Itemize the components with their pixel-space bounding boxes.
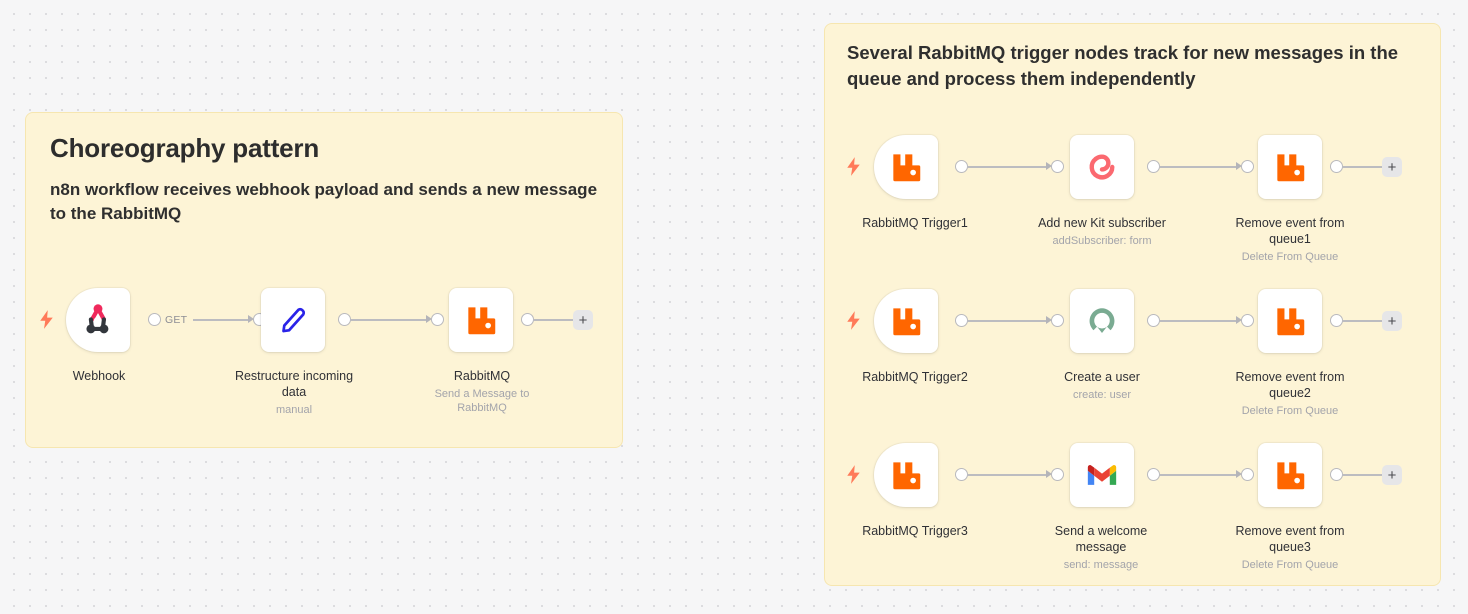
kit-icon: [1089, 154, 1115, 180]
node-rabbitmq-input-dot[interactable]: [431, 313, 444, 326]
rabbitmq-icon: [893, 154, 921, 182]
node-webhook-output-dot[interactable]: [148, 313, 161, 326]
node-create-a-user[interactable]: [1070, 289, 1134, 353]
node-rabbitmq[interactable]: [449, 288, 513, 352]
connector-wire[interactable]: [1159, 474, 1237, 476]
node-send-welcome-message-input-dot[interactable]: [1051, 468, 1064, 481]
node-label-rabbitmq-trigger3: RabbitMQ Trigger3: [862, 524, 968, 538]
node-label-rabbitmq-trigger1: RabbitMQ Trigger1: [862, 216, 968, 230]
connector-arrow-icon: [1236, 316, 1242, 324]
connector-arrow-icon: [1236, 470, 1242, 478]
sticky-note-choreography[interactable]: Choreography pattern n8n workflow receiv…: [25, 112, 623, 448]
connector-arrow-icon: [426, 315, 432, 323]
trigger-bolt-icon: [847, 311, 860, 330]
trigger-bolt-icon: [847, 465, 860, 484]
webhook-icon: [86, 304, 109, 334]
gmail-icon: [1087, 465, 1117, 485]
mattermost-icon: [1089, 308, 1115, 334]
node-rabbitmq-trigger1[interactable]: [874, 135, 938, 199]
sticky-title-choreography: Choreography pattern: [50, 133, 320, 163]
connector-arrow-icon: [248, 315, 254, 323]
node-label-add-new-kit-subscriber: Add new Kit subscriber addSubscriber: fo…: [1038, 216, 1166, 247]
rabbitmq-icon: [893, 308, 921, 336]
node-add-new-kit-subscriber[interactable]: [1070, 135, 1134, 199]
connector-wire[interactable]: [1342, 166, 1384, 168]
node-label-remove-event-from-queue2: Remove event from queue2 Delete From Que…: [1235, 370, 1345, 417]
node-label-create-a-user: Create a user create: user: [1064, 370, 1140, 401]
connector-wire[interactable]: [1342, 474, 1384, 476]
connector-wire[interactable]: [533, 319, 575, 321]
node-remove-event-queue1-input-dot[interactable]: [1241, 160, 1254, 173]
node-label-rabbitmq: RabbitMQ Send a Message to RabbitMQ: [434, 369, 530, 415]
node-create-a-user-input-dot[interactable]: [1051, 314, 1064, 327]
node-remove-event-from-queue2[interactable]: [1258, 289, 1322, 353]
add-node-button[interactable]: +: [573, 310, 593, 330]
connector-wire[interactable]: [1342, 320, 1384, 322]
node-remove-event-from-queue1[interactable]: [1258, 135, 1322, 199]
node-webhook[interactable]: [66, 288, 130, 352]
connector-wire[interactable]: [967, 474, 1047, 476]
node-label-remove-event-from-queue3: Remove event from queue3 Delete From Que…: [1235, 524, 1345, 571]
sticky-subtitle-choreography: n8n workflow receives webhook payload an…: [50, 180, 598, 223]
add-node-button[interactable]: +: [1382, 157, 1402, 177]
add-node-button[interactable]: +: [1382, 311, 1402, 331]
connector-wire[interactable]: [1159, 166, 1237, 168]
sticky-subtitle-rabbitmq-triggers: Several RabbitMQ trigger nodes track for…: [847, 42, 1399, 90]
node-remove-event-from-queue3[interactable]: [1258, 443, 1322, 507]
rabbitmq-icon: [1277, 308, 1305, 336]
connector-wire[interactable]: [1159, 320, 1237, 322]
connector-arrow-icon: [1046, 316, 1052, 324]
node-kit-input-dot[interactable]: [1051, 160, 1064, 173]
node-send-a-welcome-message[interactable]: [1070, 443, 1134, 507]
node-restructure-incoming-data[interactable]: [261, 288, 325, 352]
add-node-button[interactable]: +: [1382, 465, 1402, 485]
node-label-send-a-welcome-message: Send a welcome message send: message: [1054, 524, 1148, 571]
node-label-webhook: Webhook: [72, 369, 126, 383]
rabbitmq-icon: [1277, 154, 1305, 182]
connector-wire[interactable]: [350, 319, 428, 321]
node-label-restructure-incoming-data: Restructure incoming data manual: [234, 369, 354, 416]
connector-wire[interactable]: [967, 166, 1047, 168]
node-rabbitmq-trigger2[interactable]: [874, 289, 938, 353]
connector-arrow-icon: [1046, 162, 1052, 170]
trigger-bolt-icon: [847, 157, 860, 176]
connector-wire[interactable]: [967, 320, 1047, 322]
connector-arrow-icon: [1236, 162, 1242, 170]
node-remove-event-queue3-input-dot[interactable]: [1241, 468, 1254, 481]
node-remove-event-queue2-input-dot[interactable]: [1241, 314, 1254, 327]
edit-pencil-icon: [282, 308, 305, 333]
connector-wire[interactable]: [193, 319, 250, 321]
rabbitmq-icon: [1277, 462, 1305, 490]
node-label-rabbitmq-trigger2: RabbitMQ Trigger2: [862, 370, 968, 384]
node-label-remove-event-from-queue1: Remove event from queue1 Delete From Que…: [1235, 216, 1345, 263]
node-rabbitmq-trigger3[interactable]: [874, 443, 938, 507]
rabbitmq-icon: [468, 307, 496, 335]
connection-method-label: GET: [163, 314, 190, 326]
connector-arrow-icon: [1046, 470, 1052, 478]
rabbitmq-icon: [893, 462, 921, 490]
trigger-bolt-icon: [40, 310, 53, 329]
